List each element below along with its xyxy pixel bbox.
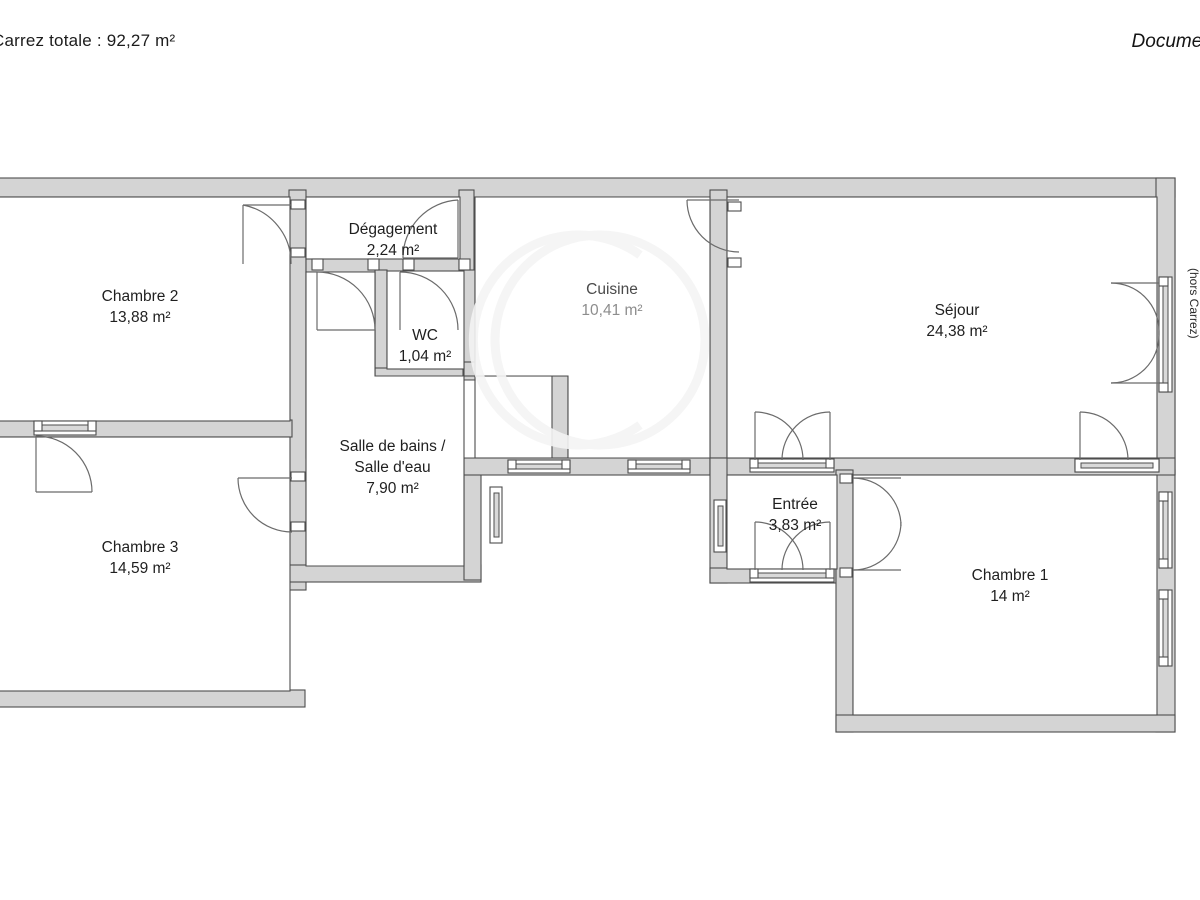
door-jambs-chambre3 — [290, 471, 306, 532]
room-degagement — [305, 196, 461, 260]
wall-top — [0, 177, 1176, 198]
room-sdb-lower — [305, 271, 465, 567]
wall-sdb-right-lower — [463, 467, 482, 581]
window-entree-left — [713, 499, 727, 553]
window-cuisine-bottom-2 — [627, 459, 691, 474]
window-chambre1-right-2 — [1158, 589, 1173, 667]
door-jambs-chambre1 — [839, 473, 853, 578]
room-interiors — [0, 196, 1158, 716]
window-entree-top — [749, 458, 835, 473]
window-entree-bottom — [749, 568, 835, 583]
door-jambs-degagement — [290, 199, 471, 271]
wall-cuisine-sejour — [709, 189, 728, 476]
wall-left-wing-bottom — [0, 689, 306, 708]
window-sejour-balcony — [1158, 276, 1173, 393]
wall-chambre1-left — [835, 469, 854, 733]
room-chambre2 — [0, 196, 291, 422]
room-chambre3 — [0, 436, 291, 692]
carrez-total-label: Carrez totale : 92,27 m² — [0, 31, 176, 50]
room-entree — [726, 474, 838, 570]
window-chambre1-top — [1074, 458, 1160, 473]
wall-chambre1-bottom — [835, 714, 1176, 733]
window-chambre3-top — [33, 420, 97, 436]
watermark — [468, 230, 710, 450]
wall-degagement-bottom — [305, 257, 475, 273]
document-number-label: Document n — [1131, 31, 1200, 52]
room-sejour — [726, 196, 1158, 459]
door-swings — [35, 199, 1160, 571]
room-wc — [386, 270, 465, 370]
wall-cuisine-left-lower — [551, 361, 569, 473]
wall-sdb-bottom — [288, 564, 482, 583]
balcony-annotation: (hors Carrez) — [1187, 268, 1200, 339]
window-cuisine-bottom-1 — [507, 459, 571, 474]
door-jambs-sejour-cuisine — [727, 201, 742, 268]
window-chambre1-right-1 — [1158, 491, 1173, 569]
window-sdb-right — [489, 486, 503, 544]
room-chambre1 — [852, 474, 1158, 716]
windows — [33, 199, 1173, 667]
wall-wc-left — [374, 269, 388, 381]
